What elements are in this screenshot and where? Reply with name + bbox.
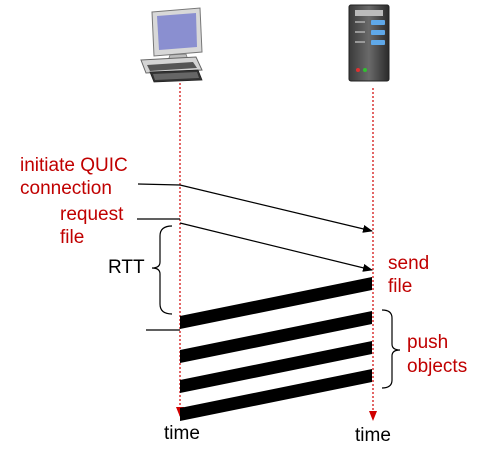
send-file-bar [180,277,372,329]
connection-arrow [179,184,373,233]
push-object-bar [180,369,372,421]
client-time-label: time [164,423,200,444]
server-time-label: time [355,425,391,446]
request-label-line1: request [60,204,124,225]
send-label-line2: file [388,276,412,297]
push-label-line2: objects [407,356,467,377]
push-object-bar [180,341,372,393]
request-label-line2: file [60,227,84,248]
push-objects-brace [381,309,401,389]
initiate-connection-line [137,183,181,186]
push-label-line1: push [407,332,448,353]
initiate-label-line1: initiate QUIC [20,155,128,176]
desktop-computer-icon [140,7,203,83]
rtt-brace [151,225,173,315]
push-object-bar [180,311,372,363]
send-label-line1: send [388,253,429,274]
initiate-label-line2: connection [20,178,112,199]
server-tower-icon [348,4,390,82]
request-arrow [179,222,373,272]
rtt-label: RTT [108,257,145,278]
